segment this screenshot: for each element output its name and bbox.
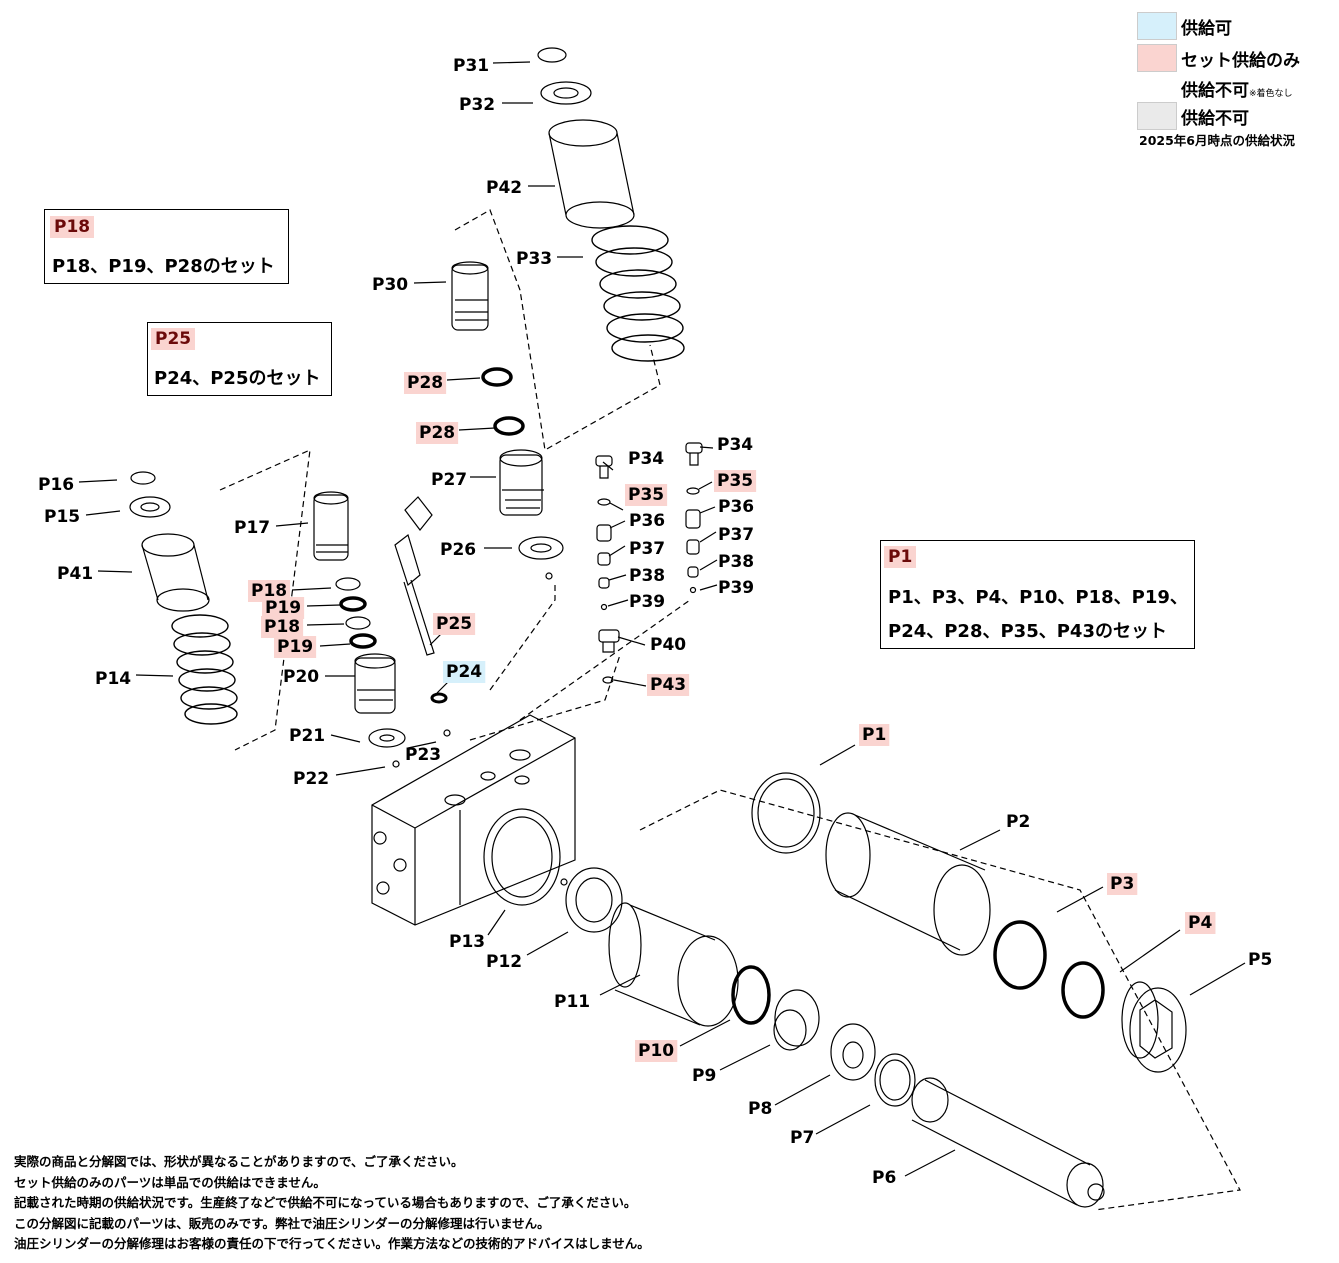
legend-label-set-only: セット供給のみ [1181,51,1300,71]
set-box-p18: P18 P18、P19、P28のセット [44,209,289,284]
legend-label-unavailable-uncolored: 供給不可※着色なし [1181,81,1293,101]
part-label-p20: P20 [283,667,319,687]
part-label-highlight [1185,912,1216,934]
part-label-p28-upper: P28 [407,373,443,393]
disclaimer-notes: 実際の商品と分解図では、形状が異なることがありますので、ご了承ください。 セット… [14,1152,650,1255]
set-box-p1: P1 P1、P3、P4、P10、P18、P19、 P24、P28、P35、P43… [880,540,1195,649]
legend-label-unavailable: 供給不可 [1181,109,1249,129]
part-label-p15: P15 [44,507,80,527]
part-label-p6: P6 [872,1168,896,1188]
part-label-p35-left: P35 [628,485,664,505]
part-label-highlight [248,580,291,602]
set-description-p1-line2: P24、P28、P35、P43のセット [888,621,1167,642]
part-label-p39-right: P39 [718,578,754,598]
part-label-p37-right: P37 [718,525,754,545]
part-label-p36-right: P36 [718,497,754,517]
part-label-p19-upper: P19 [265,598,301,618]
part-label-p17: P17 [234,518,270,538]
part-label-p30: P30 [372,275,408,295]
part-label-p31: P31 [453,56,489,76]
part-label-highlight [416,422,459,444]
part-label-p34-right: P34 [717,435,753,455]
part-label-p33: P33 [516,249,552,269]
part-label-p27: P27 [431,470,467,490]
set-description-p1-line1: P1、P3、P4、P10、P18、P19、 [888,587,1188,608]
part-label-highlight [433,613,476,635]
part-label-p23: P23 [405,745,441,765]
part-label-p12: P12 [486,952,522,972]
legend-swatch-set-only [1137,44,1177,72]
part-label-highlight [1107,873,1138,895]
legend-swatch-available [1137,12,1177,40]
part-label-p26: P26 [440,540,476,560]
part-label-p36-left: P36 [629,511,665,531]
part-label-p18-upper: P18 [251,581,287,601]
set-description-p25: P24、P25のセット [154,368,321,389]
part-label-p28-lower: P28 [419,423,455,443]
note-line: セット供給のみのパーツは単品での供給はできません。 [14,1174,326,1190]
part-label-p42: P42 [486,178,522,198]
part-label-p41: P41 [57,564,93,584]
part-label-p13: P13 [449,932,485,952]
part-label-p19-lower: P19 [277,637,313,657]
part-label-highlight [625,484,668,506]
note-line: 実際の商品と分解図では、形状が異なることがありますので、ご了承ください。 [14,1154,464,1169]
part-label-highlight [274,636,317,658]
part-label-p1: P1 [862,725,886,745]
part-label-p7: P7 [790,1128,814,1148]
part-label-p3: P3 [1110,874,1134,894]
legend-as-of-date: 2025年6月時点の供給状況 [1139,133,1295,148]
part-label-p43: P43 [650,675,686,695]
note-line: この分解図に記載のパーツは、販売のみです。弊社で油圧シリンダーの分解修理は行いま… [14,1215,550,1231]
part-label-p38-right: P38 [718,552,754,572]
part-label-p39-left: P39 [629,592,665,612]
part-label-p5: P5 [1248,950,1272,970]
part-labels: P31 P32 P42 P33 P30 P28 P28 P27 P26 P16 … [38,56,1272,1188]
part-label-p11: P11 [554,992,590,1012]
set-tag-p25: P25 [151,328,196,350]
part-label-p9: P9 [692,1066,716,1086]
note-line: 記載された時期の供給状況です。生産終了などで供給不可になっている場合もありますの… [14,1195,637,1210]
part-label-p8: P8 [748,1099,772,1119]
note-line: 油圧シリンダーの分解修理はお客様の責任の下で行ってください。作業方法などの技術的… [14,1236,650,1251]
part-label-highlight [859,724,890,746]
part-label-highlight [635,1040,678,1062]
part-label-p25: P25 [436,614,472,634]
part-label-p4: P4 [1188,913,1212,933]
set-tag-p18: P18 [50,216,95,238]
legend-uncolored-note: ※着色なし [1249,89,1293,99]
part-label-p2: P2 [1006,812,1030,832]
legend-label-available: 供給可 [1181,19,1232,39]
part-label-highlight [261,616,304,638]
part-label-p21: P21 [289,726,325,746]
part-label-p18-lower: P18 [264,617,300,637]
supply-status-legend: 供給可 セット供給のみ 供給不可※着色なし 供給不可 2025年6月時点の供給状… [1137,10,1337,149]
set-tag-p1: P1 [884,546,917,568]
part-label-p14: P14 [95,669,131,689]
part-label-p10: P10 [638,1041,674,1061]
set-box-p25: P25 P24、P25のセット [147,322,332,396]
part-label-p38-left: P38 [629,566,665,586]
part-label-highlight [404,372,447,394]
part-label-p40: P40 [650,635,686,655]
part-label-p16: P16 [38,475,74,495]
part-label-p37-left: P37 [629,539,665,559]
part-label-p32: P32 [459,95,495,115]
part-label-p34-left: P34 [628,449,664,469]
set-description-p18: P18、P19、P28のセット [52,256,275,277]
part-label-highlight [647,674,690,696]
part-label-p22: P22 [293,769,329,789]
part-label-highlight [262,597,305,619]
part-label-p24: P24 [446,662,482,682]
part-label-p35-right: P35 [717,471,753,491]
part-label-highlight [714,470,757,492]
part-label-highlight [443,661,486,683]
legend-swatch-unavailable [1137,102,1177,130]
